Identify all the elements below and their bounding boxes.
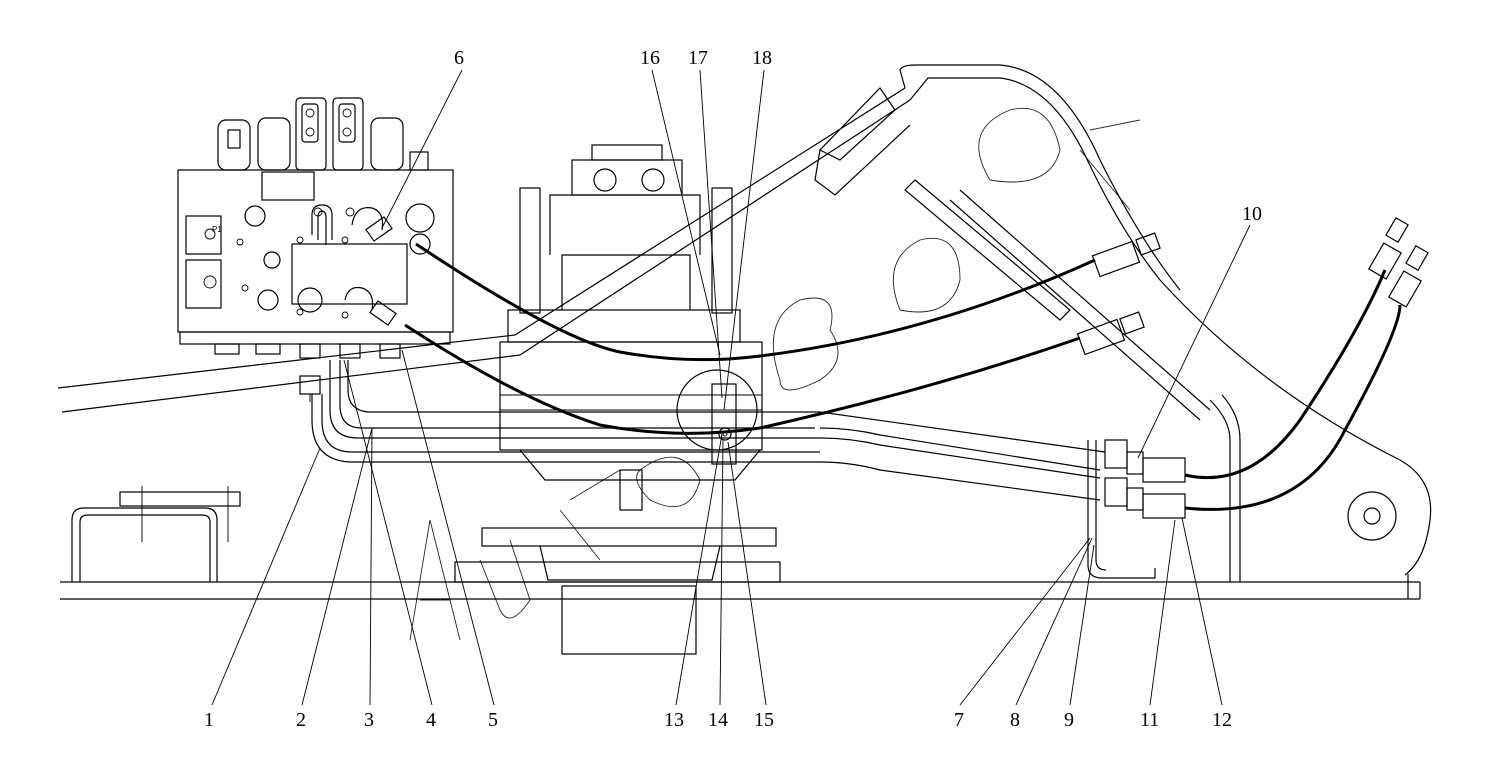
control-valve: P1 bbox=[177, 97, 454, 402]
callout-17: 17 bbox=[688, 47, 708, 69]
hydraulic-hoses bbox=[404, 242, 1402, 511]
callout-1: 1 bbox=[204, 709, 214, 731]
left-bracket bbox=[71, 486, 241, 582]
callout-8: 8 bbox=[1010, 709, 1020, 731]
callout-14: 14 bbox=[708, 709, 728, 731]
watermark-outline bbox=[409, 107, 1141, 641]
callout-labels: 1 2 3 4 5 6 7 8 9 10 11 12 13 14 15 16 1… bbox=[204, 47, 1262, 731]
steel-pipes bbox=[311, 360, 1106, 501]
callout-18: 18 bbox=[752, 47, 772, 69]
callout-13: 13 bbox=[664, 709, 684, 731]
callout-11: 11 bbox=[1140, 709, 1159, 731]
callout-10: 10 bbox=[1242, 203, 1262, 225]
callout-5: 5 bbox=[488, 709, 498, 731]
callout-16: 16 bbox=[640, 47, 660, 69]
leader-lines bbox=[211, 69, 1251, 706]
callout-2: 2 bbox=[296, 709, 306, 731]
callout-3: 3 bbox=[364, 709, 374, 731]
hose-fittings bbox=[1076, 217, 1429, 579]
callout-4: 4 bbox=[426, 709, 436, 731]
callout-6: 6 bbox=[454, 47, 464, 69]
callout-7: 7 bbox=[954, 709, 964, 731]
port-label-p1: P1 bbox=[212, 225, 222, 234]
swing-motor bbox=[454, 144, 781, 655]
callout-9: 9 bbox=[1064, 709, 1074, 731]
callout-12: 12 bbox=[1212, 709, 1232, 731]
base-frame bbox=[60, 394, 1421, 600]
boom-members bbox=[57, 64, 1432, 576]
callout-15: 15 bbox=[754, 709, 774, 731]
